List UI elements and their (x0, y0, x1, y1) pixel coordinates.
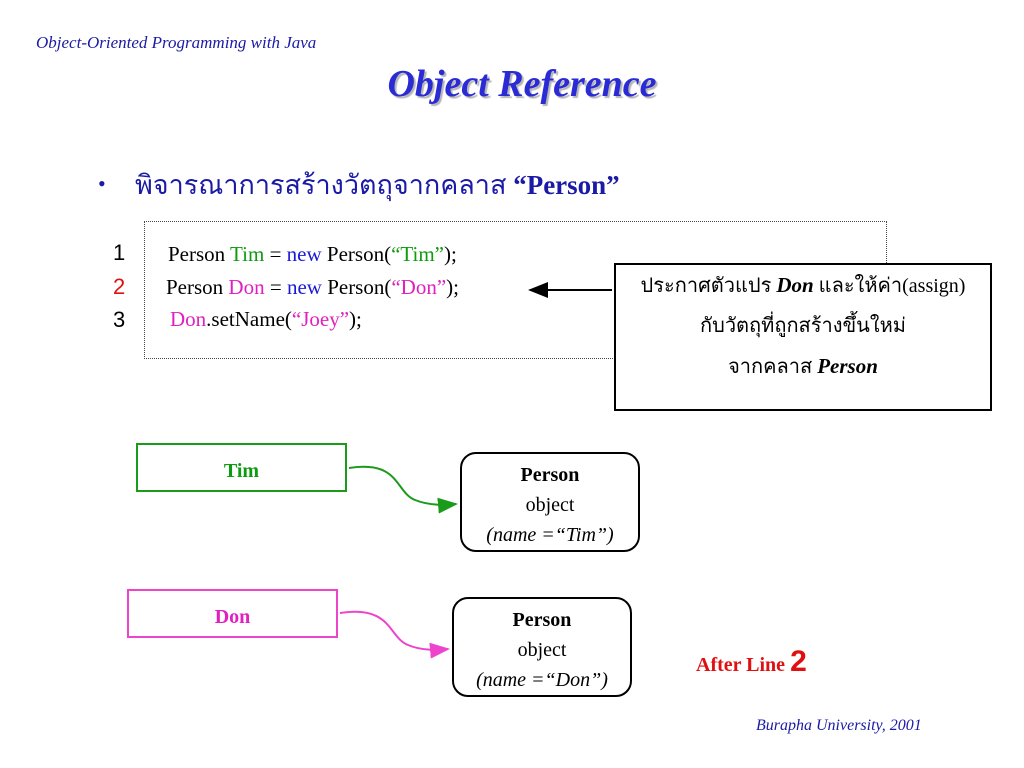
don-object-box: Person object (name =“Don”) (452, 597, 632, 697)
object-kind: object (525, 494, 575, 516)
code-token: Person (168, 242, 231, 266)
object-kind: object (517, 639, 567, 661)
code-string-tim: “Tim” (391, 242, 444, 266)
callout-var-name: Don (776, 273, 814, 297)
object-type: Person (520, 464, 580, 486)
object-state: (name =“Don”) (476, 669, 608, 691)
code-var-tim: Tim (230, 242, 265, 266)
callout-text: ประกาศตัวแปร (640, 275, 777, 297)
code-line-2: Person Don = new Person(“Don”); (166, 275, 459, 300)
code-token: Person( (321, 242, 392, 266)
callout-assign-note: (assign) (902, 275, 966, 297)
callout-text: จากคลาส (728, 356, 818, 378)
after-line-text: After Line (696, 654, 791, 676)
don-reference-arrow (339, 610, 450, 659)
code-token: = (264, 242, 287, 266)
object-state: (name =“Tim”) (486, 524, 614, 546)
code-token: Person (166, 275, 229, 299)
after-line-number: 2 (790, 645, 807, 678)
tim-variable-box: Tim (136, 443, 347, 492)
code-var-don: Don (170, 307, 207, 331)
line-number-1: 1 (113, 240, 126, 265)
code-token: ); (443, 242, 457, 266)
code-string-don: “Don” (391, 275, 447, 299)
course-title: Object-Oriented Programming with Java (36, 33, 317, 52)
footer-text: Burapha University, 2001 (756, 717, 922, 734)
code-line-1: Person Tim = new Person(“Tim”); (168, 242, 457, 267)
callout-text: และให้ค่า (813, 275, 903, 297)
code-token: = (264, 275, 287, 299)
tim-object-box: Person object (name =“Tim”) (460, 452, 640, 552)
tim-reference-arrow (348, 465, 458, 514)
bullet-icon: • (98, 171, 106, 196)
callout-class-name: Person (817, 354, 878, 378)
bullet-class-name: “Person” (513, 170, 620, 200)
after-line-label: After Line 2 (696, 645, 807, 679)
code-token: Person( (321, 275, 392, 299)
code-token: ); (349, 307, 362, 331)
bullet-text: พิจารณาการสร้างวัตถุจากคลาส “Person” (135, 163, 620, 206)
code-token: .setName( (206, 307, 292, 331)
line-number-3: 3 (113, 307, 126, 332)
line-number-2: 2 (113, 274, 126, 299)
callout-box: ประกาศตัวแปร Don และให้ค่า(assign) กับวั… (614, 263, 992, 411)
callout-line-2: กับวัตถุที่ถูกสร้างขึ้นใหม่ (700, 315, 906, 337)
code-string-joey: “Joey” (291, 307, 350, 331)
bullet-thai-text: พิจารณาการสร้างวัตถุจากคลาส (135, 170, 507, 200)
code-keyword-new: new (286, 275, 322, 299)
code-keyword-new: new (286, 242, 322, 266)
callout-line-3: จากคลาส Person (616, 346, 990, 387)
slide-title: Object Reference (387, 63, 657, 105)
code-var-don: Don (228, 275, 265, 299)
don-variable-box: Don (127, 589, 338, 638)
code-token: ); (446, 275, 459, 299)
object-type: Person (512, 609, 572, 631)
callout-line-1: ประกาศตัวแปร Don และให้ค่า(assign) (616, 265, 990, 306)
code-line-3: Don.setName(“Joey”); (170, 307, 362, 332)
